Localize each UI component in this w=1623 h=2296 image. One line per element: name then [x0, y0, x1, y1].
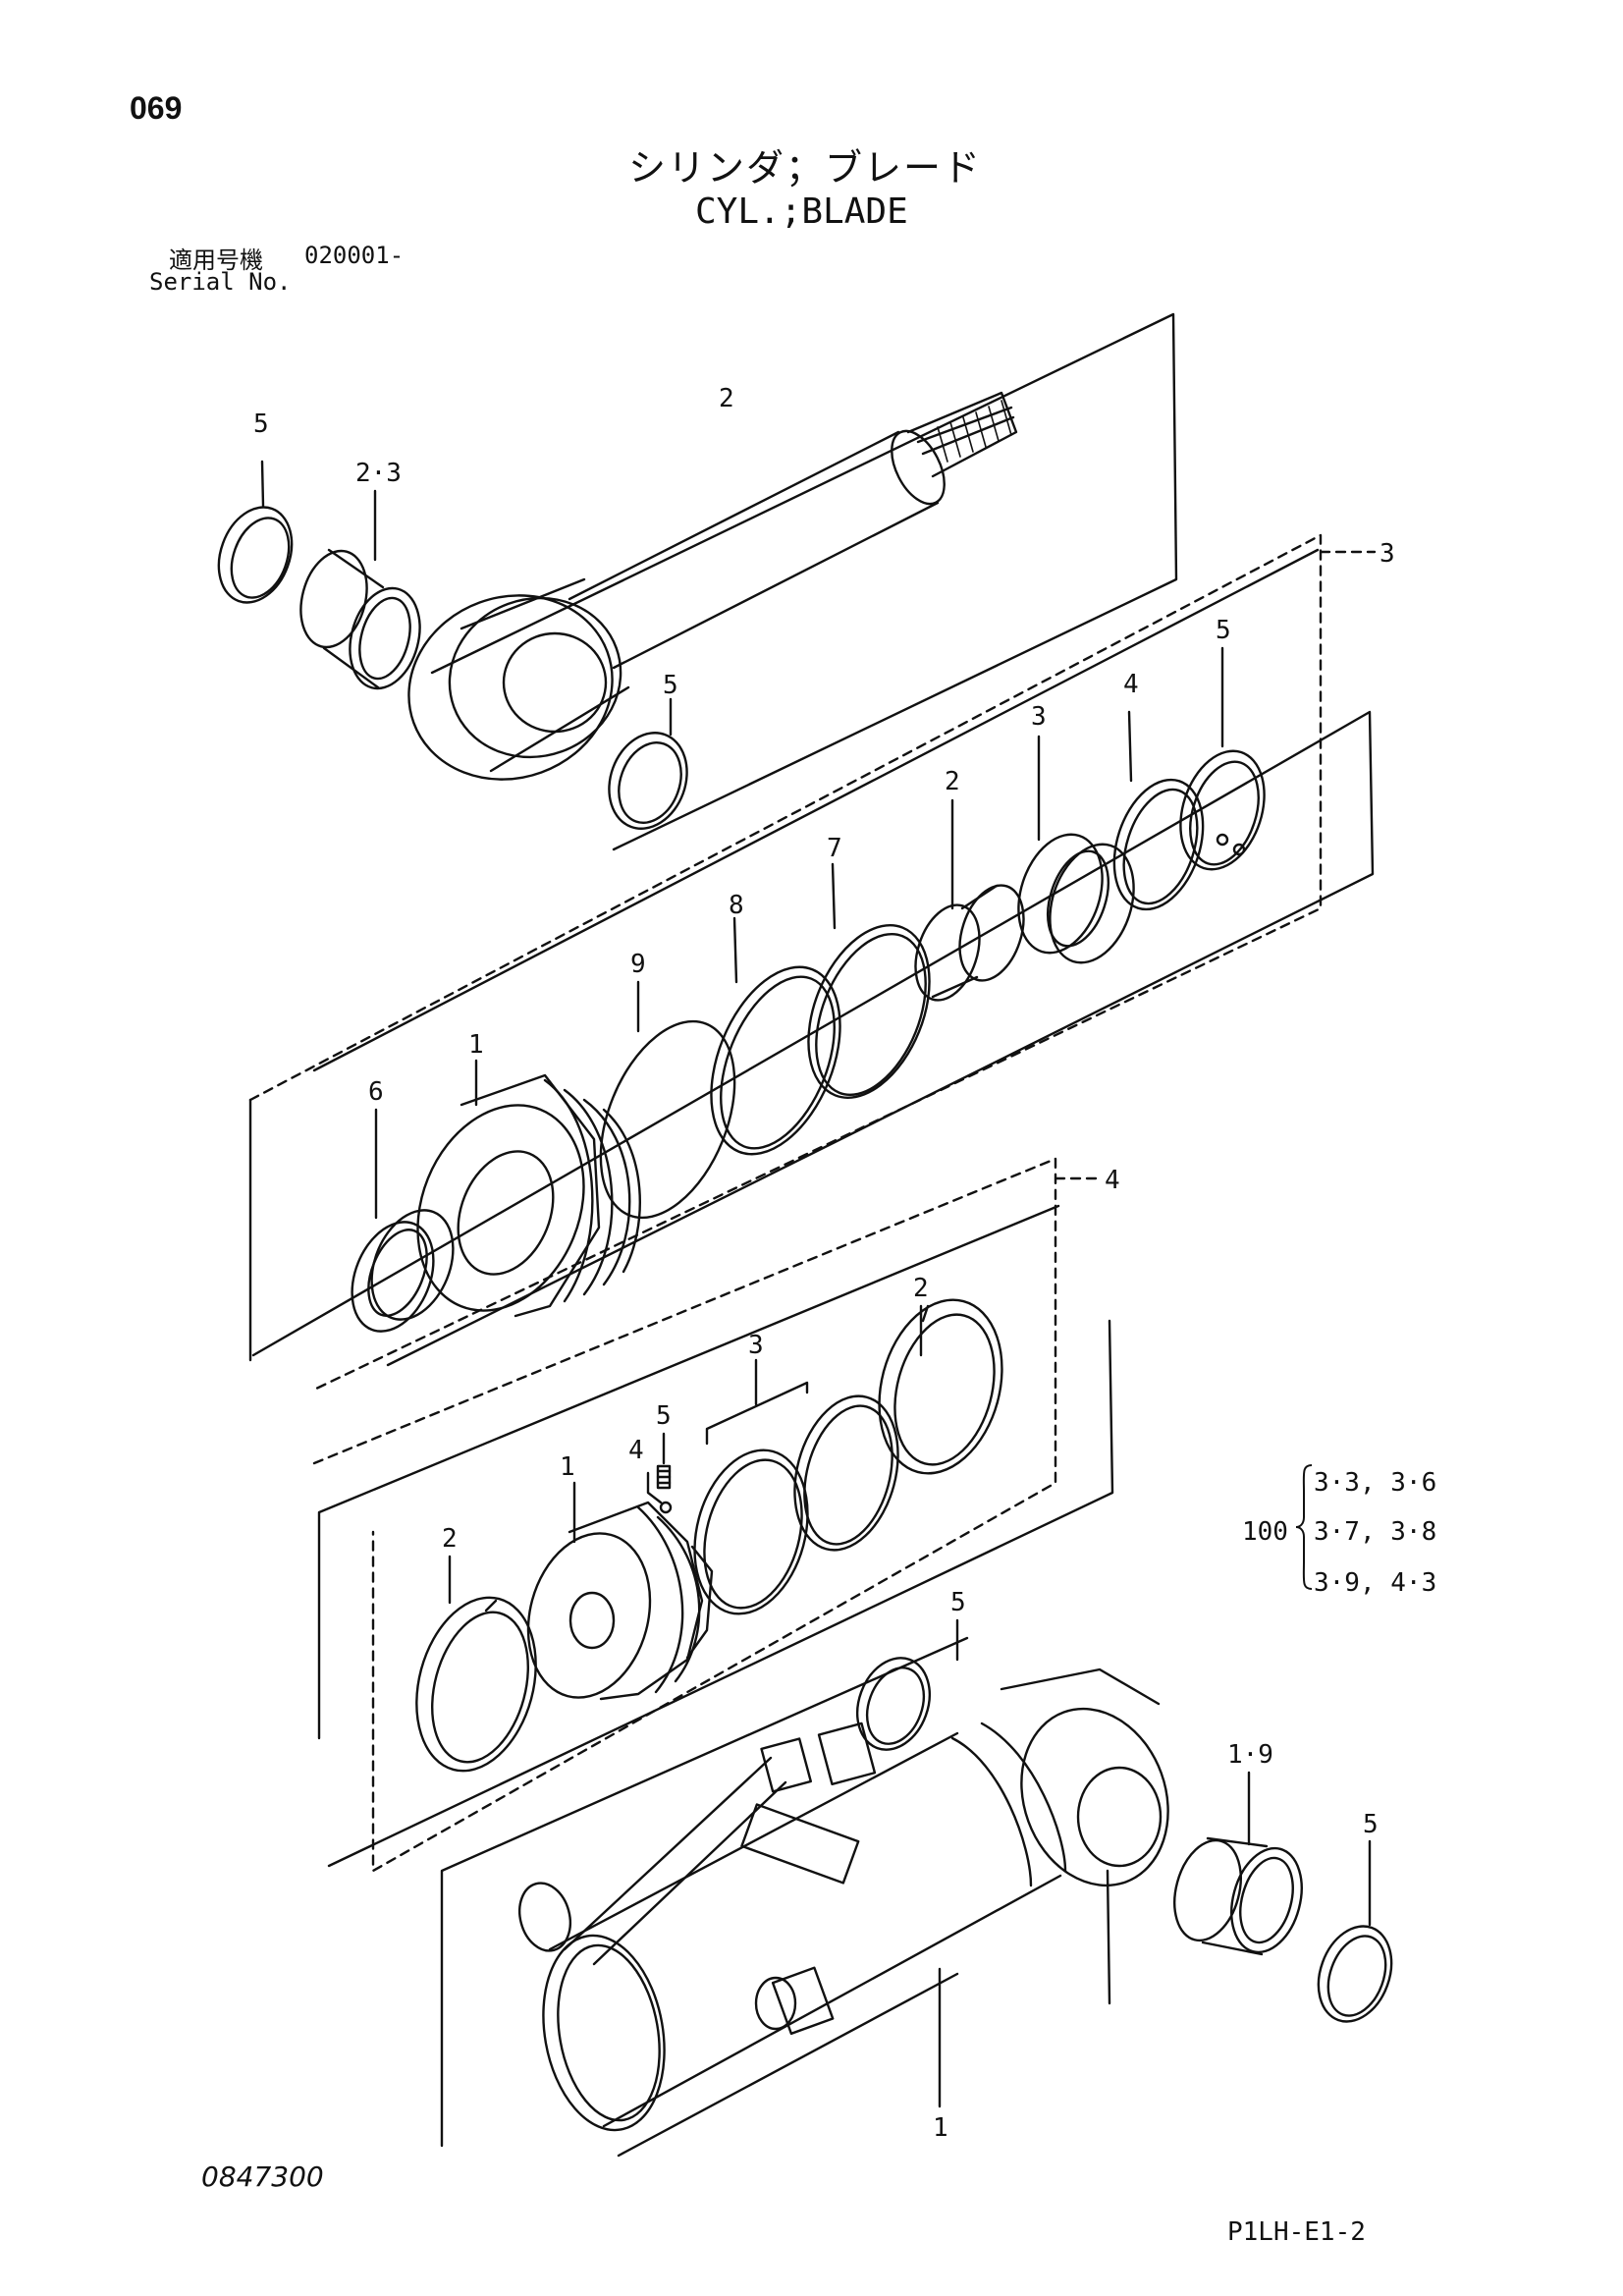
head-group-frame: [248, 533, 1377, 1392]
head-backup-ring: [1112, 710, 1205, 911]
cylinder-tube: [518, 1667, 1169, 2132]
head-dust-seal: [351, 1108, 455, 1333]
piston-seal-ring-a: [693, 1358, 809, 1615]
note-line-c: 3·9, 4·3: [1314, 1568, 1437, 1598]
callout-head-dust-seal: 6: [368, 1077, 384, 1107]
piston-seal-ring-b: [793, 1394, 899, 1552]
callout-piston: 1: [560, 1452, 575, 1482]
tube-ring: [856, 1618, 959, 1751]
callout-piston-wear-ring-left: 2: [442, 1524, 458, 1554]
rod-eye-ring: [608, 697, 688, 830]
callout-set-screw: 5: [656, 1401, 672, 1431]
set-screw: [656, 1432, 672, 1490]
piston-wear-ring-left: [415, 1555, 537, 1773]
note-quantity: 100: [1242, 1517, 1288, 1547]
note-line-a: 3·3, 3·6: [1314, 1468, 1437, 1498]
callout-cylinder-head: 1: [468, 1030, 484, 1060]
head-oring-7: [807, 862, 931, 1099]
callout-piston-wear-ring-right: 2: [913, 1274, 929, 1303]
piston-group-frame: [312, 1157, 1102, 1873]
callout-rod-ring: 5: [253, 410, 269, 439]
callout-cylinder-tube: 1: [933, 2113, 948, 2143]
head-seal: [1017, 735, 1135, 964]
steel-ball: [646, 1471, 673, 1514]
note-brace: [1295, 1464, 1313, 1590]
page-number: 069: [130, 90, 183, 126]
head-bushing: [914, 798, 1025, 1002]
rod-bushing: [299, 489, 421, 690]
callout-tube-end-ring: 5: [1363, 1810, 1379, 1839]
callout-piston-seal-set: 3: [748, 1331, 764, 1360]
rod-ring: [217, 460, 294, 604]
callout-steel-ball: 4: [628, 1436, 644, 1465]
callout-head-retaining-ring: 5: [1216, 616, 1231, 645]
callout-head-backup-ring: 4: [1123, 670, 1139, 699]
serial-value: 020001-: [304, 242, 405, 269]
head-retaining-ring: [1179, 646, 1266, 871]
callout-head-ring-8: 8: [729, 891, 744, 920]
tube-frame: [440, 1636, 1111, 2158]
document-number: 0847300: [201, 2160, 324, 2193]
callout-head-seal: 3: [1031, 702, 1047, 732]
callout-head-bushing: 2: [945, 767, 960, 796]
callout-head-oring-9: 9: [630, 950, 646, 979]
callout-rod: 2: [719, 384, 734, 413]
note-line-b: 3·7, 3·8: [1314, 1517, 1437, 1547]
tube-bushing: [1173, 1771, 1303, 1956]
title-japanese: シリンダ；ブレード: [628, 146, 983, 190]
sheet-code: P1LH-E1-2: [1227, 2217, 1366, 2247]
tube-end-ring: [1317, 1839, 1393, 2023]
callout-tube-bushing: 1·9: [1227, 1740, 1273, 1770]
callout-rod-eye-ring: 5: [663, 671, 678, 700]
piston-wear-ring-right: [878, 1298, 1003, 1475]
callout-head-group: 3: [1380, 539, 1395, 569]
callout-head-oring-7: 7: [827, 834, 842, 863]
piston-rod: [407, 312, 1178, 851]
cylinder-head: [416, 1059, 641, 1318]
serial-label-japanese: 適用号機: [169, 246, 263, 274]
serial-label-english: Serial No.: [149, 268, 292, 296]
callout-piston-group: 4: [1105, 1166, 1120, 1195]
piston: [526, 1481, 714, 1701]
callout-rod-bushing: 2·3: [355, 459, 402, 488]
callout-tube-ring: 5: [950, 1588, 966, 1617]
title-english: CYL.;BLADE: [695, 191, 908, 232]
